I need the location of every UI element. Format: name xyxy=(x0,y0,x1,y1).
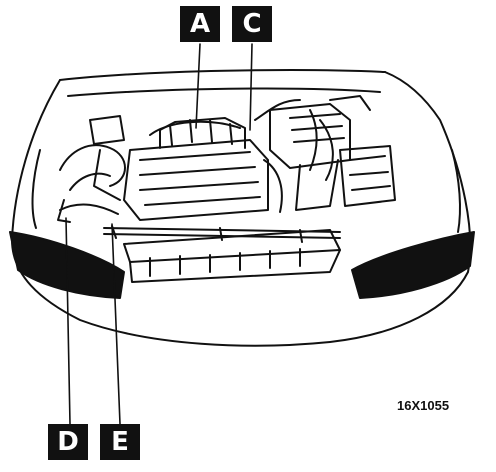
leader-lines xyxy=(65,43,253,425)
front-crossmember xyxy=(103,225,341,243)
callout-e: E xyxy=(100,424,140,460)
radiator-grille xyxy=(123,229,341,283)
leader-line-c xyxy=(249,43,253,131)
callout-d: D xyxy=(48,424,88,460)
battery xyxy=(329,95,396,207)
headlight-right xyxy=(351,231,475,299)
callout-c: C xyxy=(232,6,272,42)
leader-line-a xyxy=(195,43,201,129)
air-cleaner-box xyxy=(269,103,351,211)
car-body-outline xyxy=(11,69,472,347)
leader-line-e xyxy=(111,223,121,425)
callout-a: A xyxy=(180,6,220,42)
figure-code: 16X1055 xyxy=(397,398,450,413)
engine-block xyxy=(123,117,269,221)
intake-hoses xyxy=(254,99,334,213)
left-side-components xyxy=(57,115,126,223)
leader-line-d xyxy=(65,217,71,425)
